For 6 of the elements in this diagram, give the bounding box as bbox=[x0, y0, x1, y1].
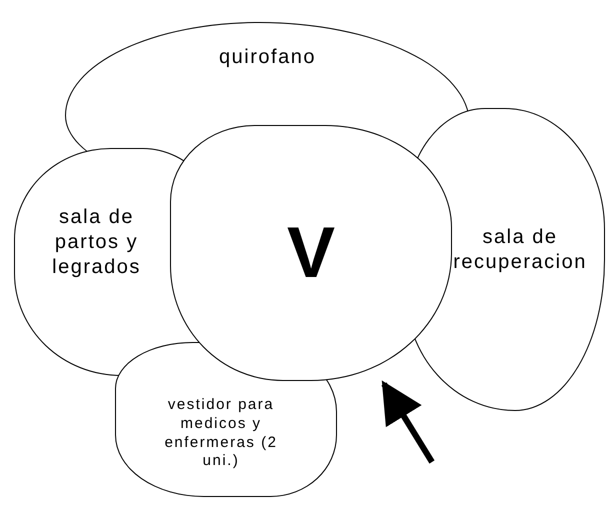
room-label: sala de partos y legrados bbox=[51, 204, 142, 280]
entrance-arrow bbox=[381, 380, 435, 464]
room-label: vestidor para medicos y enfermeras (2 uni.) bbox=[164, 396, 278, 471]
zone-letter: V bbox=[286, 212, 336, 295]
room-label: quirofano bbox=[219, 45, 316, 70]
room-label: sala de recuperacion bbox=[452, 224, 588, 274]
